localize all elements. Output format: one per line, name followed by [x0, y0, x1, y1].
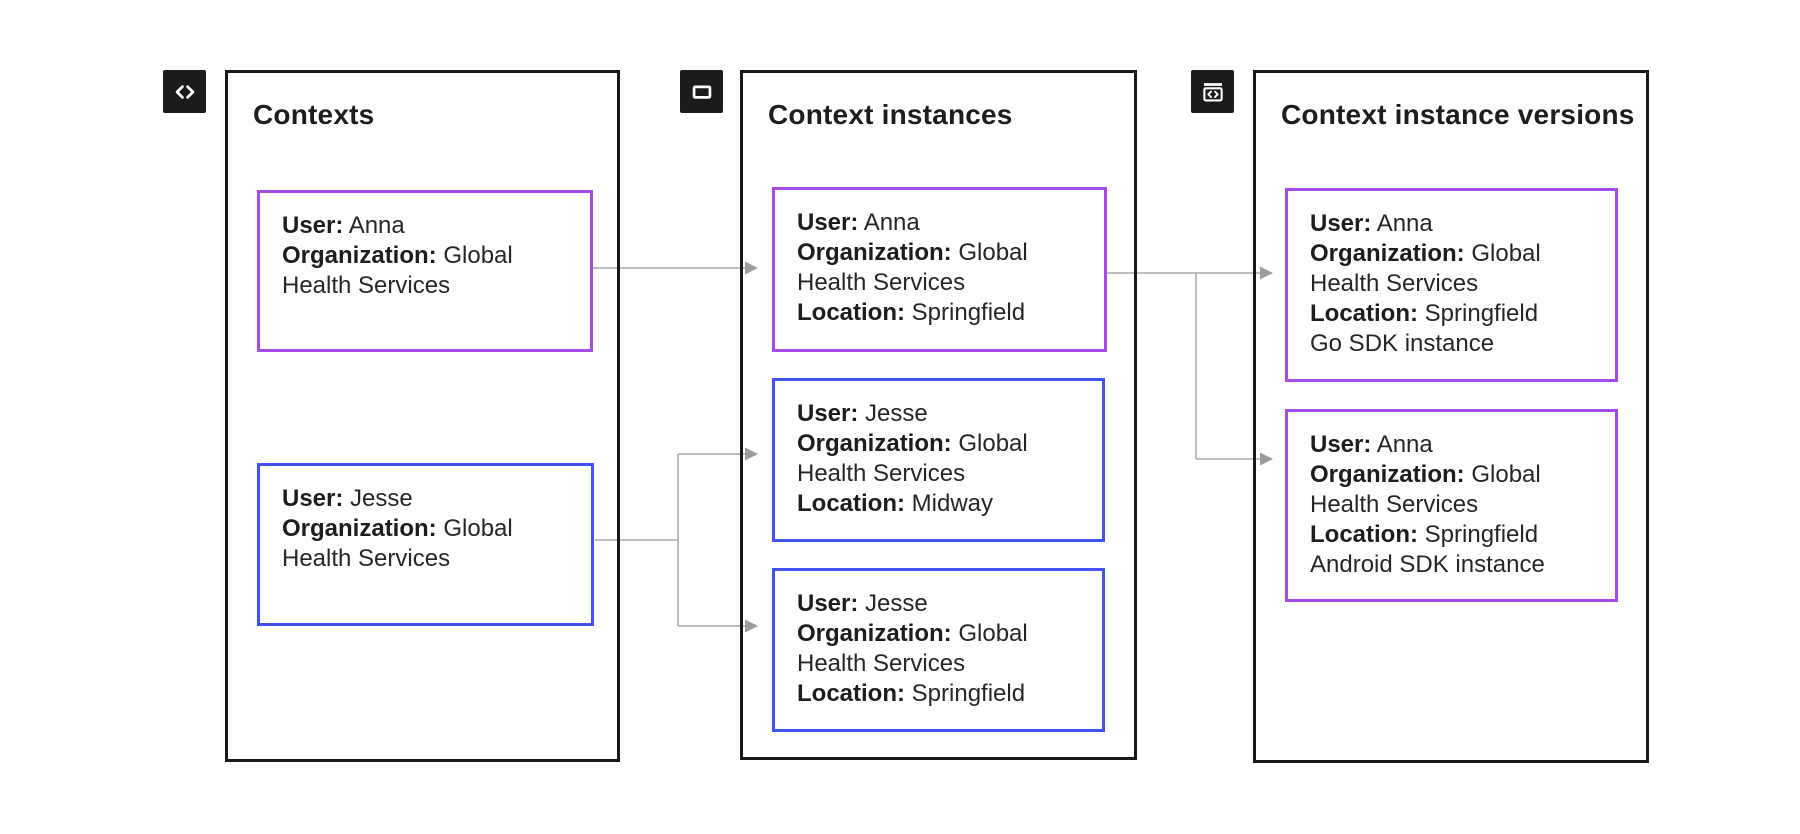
- panel-title: Context instances: [768, 99, 1013, 130]
- window-icon: [680, 70, 723, 113]
- card-field: Location: Springfield: [1310, 520, 1593, 550]
- panel-contexts: Contexts User: Anna Organization: Global…: [225, 70, 620, 762]
- card-field: Organization: Global Health Services: [797, 238, 1082, 298]
- card-field: User: Jesse: [282, 484, 569, 514]
- field-value: Anna: [348, 212, 405, 239]
- context-card-anna: User: Anna Organization: Global Health S…: [257, 190, 593, 352]
- field-label: Location:: [1310, 300, 1418, 327]
- instance-card-anna-springfield: User: Anna Organization: Global Health S…: [772, 187, 1107, 352]
- panel-context-instance-versions: Context instance versions User: Anna Org…: [1253, 70, 1649, 763]
- card-field: User: Anna: [1310, 430, 1593, 460]
- field-value: Global Health Services: [1310, 240, 1541, 297]
- field-label: User:: [282, 212, 344, 239]
- card-field: Organization: Global Health Services: [282, 514, 569, 574]
- field-value: Jesse: [350, 485, 413, 512]
- card-field: User: Jesse: [797, 589, 1080, 619]
- field-label: User:: [282, 485, 344, 512]
- card-field: Go SDK instance: [1310, 329, 1593, 359]
- field-value: Springfield: [1424, 300, 1539, 327]
- field-label: User:: [1310, 210, 1372, 237]
- instance-card-jesse-midway: User: Jesse Organization: Global Health …: [772, 378, 1105, 542]
- field-value: Global Health Services: [282, 242, 513, 299]
- field-label: Organization:: [797, 239, 952, 266]
- field-value: Go SDK instance: [1310, 330, 1495, 357]
- field-value: Springfield: [1424, 521, 1539, 548]
- field-value: Anna: [1376, 210, 1433, 237]
- version-card-go-sdk: User: Anna Organization: Global Health S…: [1285, 188, 1618, 382]
- card-field: Organization: Global Health Services: [797, 619, 1080, 679]
- field-value: Global Health Services: [282, 515, 513, 572]
- field-label: Organization:: [797, 430, 952, 457]
- field-value: Global Health Services: [797, 239, 1028, 296]
- field-label: Location:: [797, 490, 905, 517]
- card-field: User: Anna: [797, 208, 1082, 238]
- panel-title: Contexts: [253, 99, 375, 130]
- field-value: Android SDK instance: [1310, 551, 1545, 578]
- code-icon: [163, 70, 206, 113]
- card-field: Location: Springfield: [1310, 299, 1593, 329]
- field-value: Springfield: [911, 680, 1026, 707]
- field-value: Jesse: [865, 400, 928, 427]
- code-window-icon: [1191, 70, 1234, 113]
- field-label: Location:: [1310, 521, 1418, 548]
- field-value: Springfield: [911, 299, 1026, 326]
- card-field: User: Anna: [282, 211, 568, 241]
- field-label: Organization:: [282, 515, 437, 542]
- card-field: User: Anna: [1310, 209, 1593, 239]
- field-label: Organization:: [797, 620, 952, 647]
- card-field: Location: Springfield: [797, 679, 1080, 709]
- field-label: Organization:: [282, 242, 437, 269]
- card-field: Android SDK instance: [1310, 550, 1593, 580]
- field-value: Anna: [1376, 431, 1433, 458]
- panel-context-instances: Context instances User: Anna Organizatio…: [740, 70, 1137, 760]
- card-field: Organization: Global Health Services: [282, 241, 568, 301]
- card-field: Organization: Global Health Services: [1310, 460, 1593, 520]
- card-field: Organization: Global Health Services: [797, 429, 1080, 489]
- field-value: Global Health Services: [1310, 461, 1541, 518]
- field-label: Organization:: [1310, 240, 1465, 267]
- field-label: User:: [797, 590, 859, 617]
- field-value: Global Health Services: [797, 620, 1028, 677]
- field-label: Location:: [797, 299, 905, 326]
- field-label: Location:: [797, 680, 905, 707]
- field-value: Midway: [911, 490, 994, 517]
- field-value: Global Health Services: [797, 430, 1028, 487]
- context-card-jesse: User: Jesse Organization: Global Health …: [257, 463, 594, 626]
- instance-card-jesse-springfield: User: Jesse Organization: Global Health …: [772, 568, 1105, 732]
- field-value: Anna: [863, 209, 920, 236]
- card-field: User: Jesse: [797, 399, 1080, 429]
- field-value: Jesse: [865, 590, 928, 617]
- card-field: Location: Midway: [797, 489, 1080, 519]
- field-label: Organization:: [1310, 461, 1465, 488]
- version-card-android-sdk: User: Anna Organization: Global Health S…: [1285, 409, 1618, 602]
- card-field: Location: Springfield: [797, 298, 1082, 328]
- card-field: Organization: Global Health Services: [1310, 239, 1593, 299]
- panel-title: Context instance versions: [1281, 99, 1635, 130]
- field-label: User:: [797, 400, 859, 427]
- field-label: User:: [797, 209, 859, 236]
- field-label: User:: [1310, 431, 1372, 458]
